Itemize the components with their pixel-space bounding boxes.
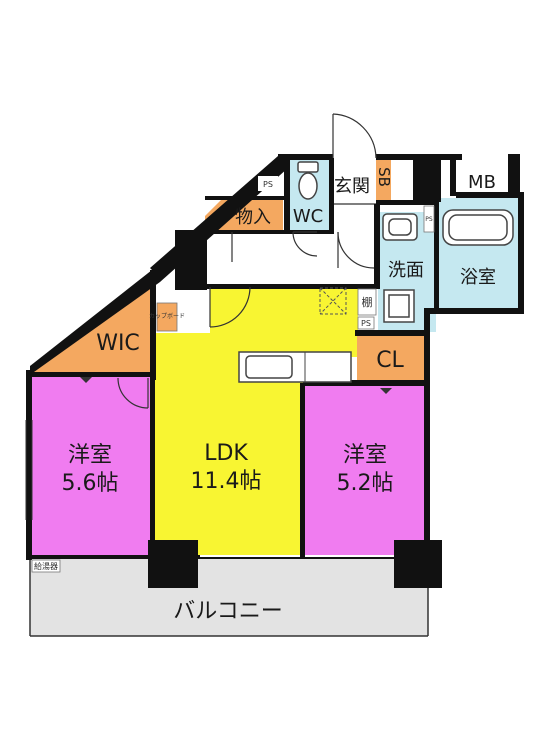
pipe-space-kitchen-box [357, 316, 375, 330]
doors [80, 113, 392, 409]
pipe-space-wash-box [423, 205, 435, 233]
bathtub-icon [442, 209, 514, 246]
ldk-size-label: 11.4帖 [191, 469, 262, 494]
hallway [205, 232, 377, 285]
western-room-left [30, 375, 152, 556]
pipe-space-top-label: PS [263, 180, 273, 189]
storage-label: 物入 [235, 207, 271, 228]
pipe-space-kitchen-label: PS [361, 319, 371, 328]
shelf-label: 棚 [362, 295, 373, 309]
shelf-box [357, 288, 377, 316]
kitchen-counter-icon [238, 351, 352, 383]
closet-label: CL [376, 348, 404, 373]
entrance-area [331, 158, 376, 204]
shoe-box [376, 160, 391, 204]
pipe-space-top-box [258, 176, 278, 191]
western-left-name-label: 洋室 [68, 443, 112, 468]
wash-basin-icon [382, 213, 418, 241]
meter-box [456, 160, 508, 192]
balcony-label: バルコニー [173, 599, 283, 624]
washroom-label: 洗面 [388, 260, 424, 281]
cupboard-box [156, 302, 178, 332]
western-right-name-label: 洋室 [343, 443, 387, 468]
wic-label: WIC [96, 331, 140, 356]
cupboard-label: カップボード [149, 312, 185, 320]
bathroom-label: 浴室 [460, 267, 496, 288]
western-room-right [305, 385, 425, 556]
water-heater-box [31, 559, 61, 573]
range-hood-icon [319, 287, 347, 315]
pipe-space-wash-label: PS [425, 216, 433, 223]
meter-box-label: MB [468, 172, 496, 193]
washing-machine-pan-icon [383, 289, 415, 323]
ldk-name-label: LDK [204, 441, 248, 466]
closet-room [357, 335, 424, 382]
entrance-label: 玄関 [334, 176, 370, 197]
western-left-size-label: 5.6帖 [62, 471, 119, 496]
toilet-label: WC [293, 206, 323, 227]
shoe-box-label: SB [375, 167, 393, 187]
toilet-fixture-icon [297, 161, 319, 200]
western-right-size-label: 5.2帖 [337, 471, 394, 496]
balcony-area [30, 558, 428, 636]
water-heater-label: 給湯器 [34, 561, 58, 571]
